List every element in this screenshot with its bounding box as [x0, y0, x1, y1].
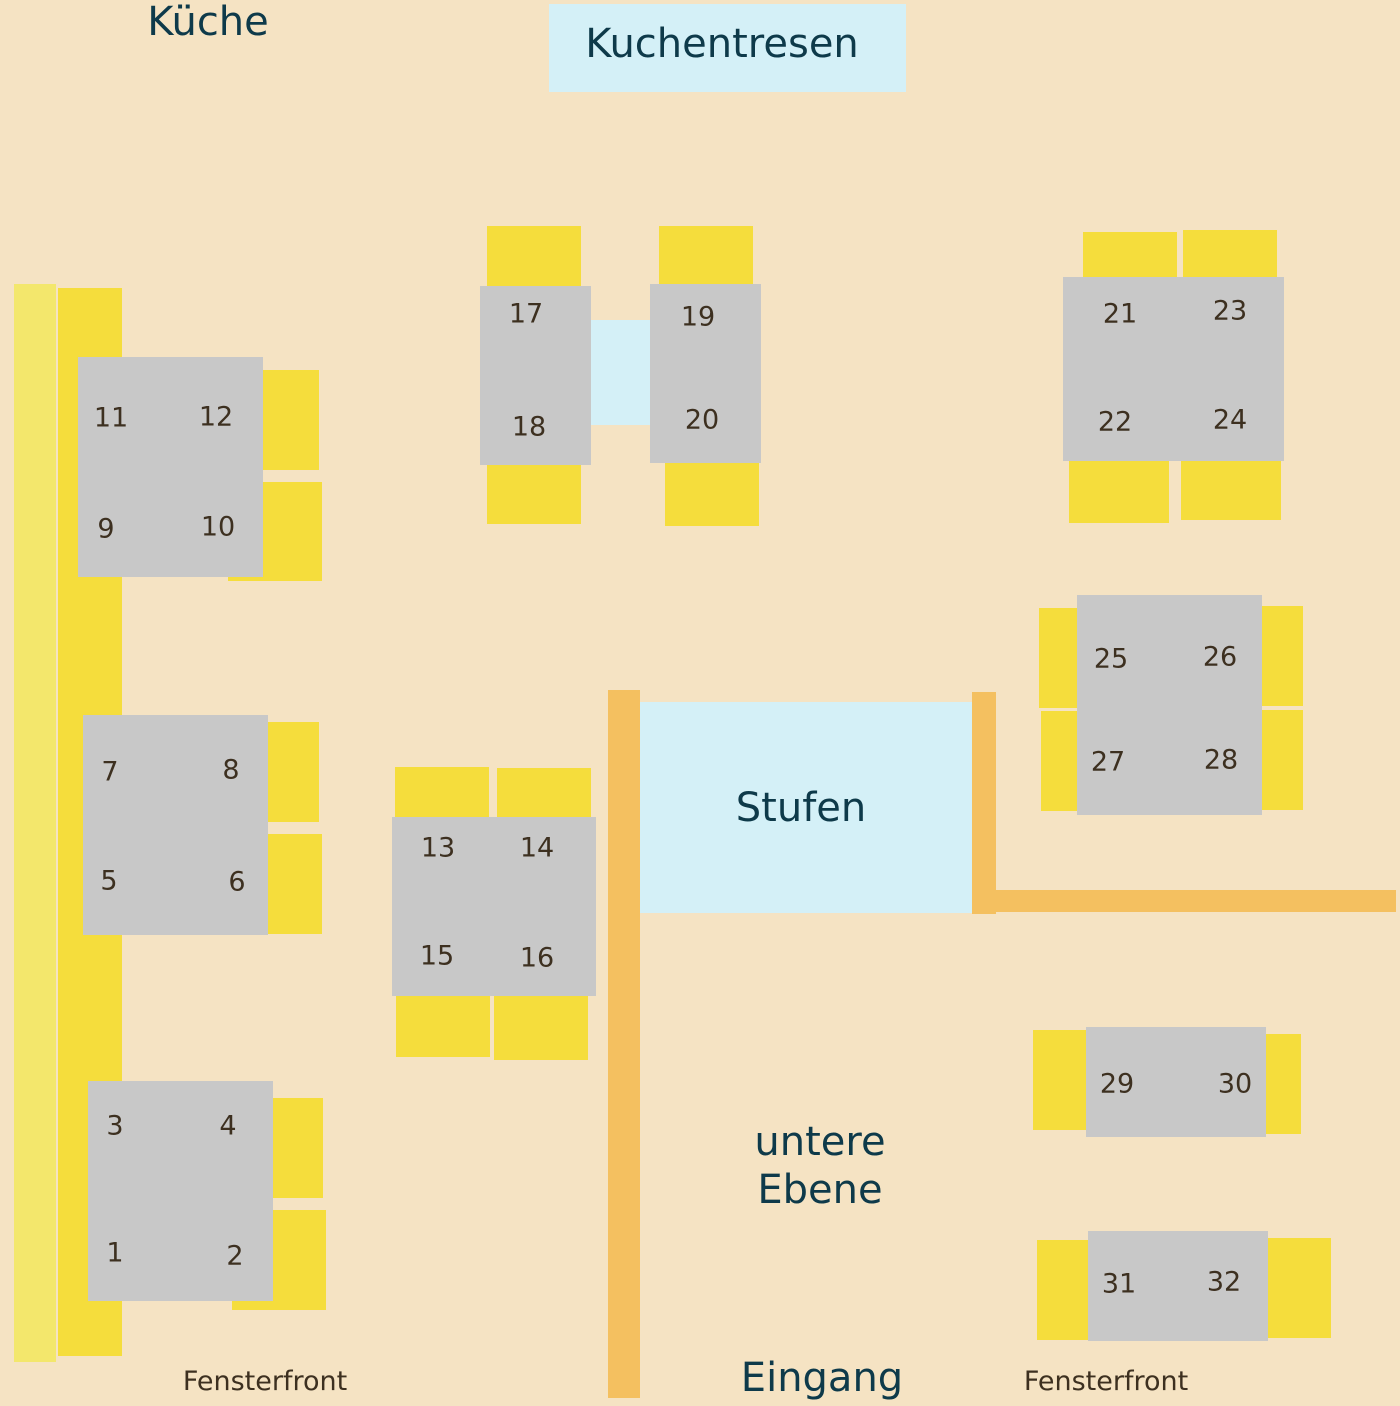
- lower-level-label-1: untere: [754, 1119, 886, 1165]
- chair: [396, 996, 490, 1057]
- seat-number: 1: [106, 1237, 124, 1269]
- seat-number: 8: [222, 754, 240, 786]
- entrance-label: Eingang: [740, 1355, 904, 1401]
- cake-counter: [549, 4, 906, 92]
- seat-number: 7: [101, 756, 119, 788]
- seat-number: 23: [1212, 295, 1248, 327]
- seat-number: 19: [680, 301, 716, 333]
- seat-number: 11: [93, 402, 129, 434]
- seat-number: 20: [684, 404, 720, 436]
- chair: [659, 226, 753, 284]
- seat-number: 13: [420, 832, 456, 864]
- chair: [395, 767, 489, 817]
- seat-number: 9: [97, 513, 115, 545]
- chair: [1268, 1238, 1331, 1338]
- seat-number: 18: [511, 411, 547, 443]
- wall-divider: [608, 690, 640, 1398]
- chair: [497, 768, 591, 817]
- cake-counter-label: Kuchentresen: [585, 21, 859, 67]
- table-17-18[interactable]: [480, 286, 591, 465]
- seat-number: 31: [1101, 1268, 1137, 1300]
- seat-number: 5: [100, 865, 118, 897]
- wall-steps-right: [972, 692, 996, 914]
- seat-number: 27: [1090, 746, 1126, 778]
- chair: [273, 1098, 323, 1198]
- table-25-28[interactable]: [1077, 595, 1262, 815]
- kitchen-label: Küche: [147, 0, 269, 45]
- table-29-30[interactable]: [1086, 1027, 1266, 1137]
- seat-number: 16: [519, 942, 555, 974]
- table-connector: [591, 320, 650, 425]
- chair: [665, 463, 759, 526]
- seat-number: 17: [508, 298, 544, 330]
- chair: [487, 465, 581, 524]
- seat-number: 4: [219, 1110, 237, 1142]
- lower-level-label-2: Ebene: [757, 1167, 883, 1213]
- chair: [1069, 461, 1169, 523]
- seat-number: 6: [228, 866, 246, 898]
- steps-area: [640, 702, 972, 913]
- window-front-label-right: Fensterfront: [1023, 1366, 1189, 1397]
- chair: [1083, 232, 1177, 277]
- table-13-16[interactable]: [392, 817, 596, 996]
- table-1-4[interactable]: [88, 1081, 273, 1301]
- seat-number: 32: [1206, 1266, 1242, 1298]
- bench-window: [14, 284, 56, 1362]
- seat-number: 25: [1093, 643, 1129, 675]
- chair: [1039, 608, 1077, 708]
- seat-number: 29: [1099, 1068, 1135, 1100]
- chair: [1262, 710, 1303, 810]
- seat-number: 10: [200, 511, 236, 543]
- seat-number: 28: [1203, 744, 1239, 776]
- seat-number: 2: [226, 1240, 244, 1272]
- steps-label: Stufen: [735, 785, 867, 831]
- table-21-24[interactable]: [1063, 277, 1284, 461]
- table-5-8[interactable]: [83, 715, 268, 935]
- seat-number: 15: [419, 940, 455, 972]
- chair: [1266, 1034, 1301, 1134]
- chair: [263, 370, 319, 470]
- seat-number: 12: [198, 401, 234, 433]
- chair: [1183, 230, 1277, 277]
- seat-number: 21: [1102, 298, 1138, 330]
- wall-horizontal: [996, 890, 1396, 912]
- chair: [1037, 1240, 1088, 1340]
- chair: [1041, 711, 1077, 811]
- table-9-12[interactable]: [78, 357, 263, 577]
- table-19-20[interactable]: [650, 284, 761, 463]
- chair: [1181, 461, 1281, 520]
- window-front-label-left: Fensterfront: [182, 1366, 348, 1397]
- chair: [1262, 606, 1303, 706]
- chair: [487, 226, 581, 286]
- table-31-32[interactable]: [1088, 1231, 1268, 1341]
- seat-number: 30: [1217, 1068, 1253, 1100]
- seat-number: 14: [519, 832, 555, 864]
- seat-number: 26: [1202, 641, 1238, 673]
- seat-number: 24: [1212, 404, 1248, 436]
- seat-number: 3: [106, 1110, 124, 1142]
- seat-number: 22: [1097, 406, 1133, 438]
- chair: [1033, 1030, 1086, 1130]
- chair: [494, 996, 588, 1060]
- chair: [268, 722, 319, 822]
- chair: [268, 834, 322, 934]
